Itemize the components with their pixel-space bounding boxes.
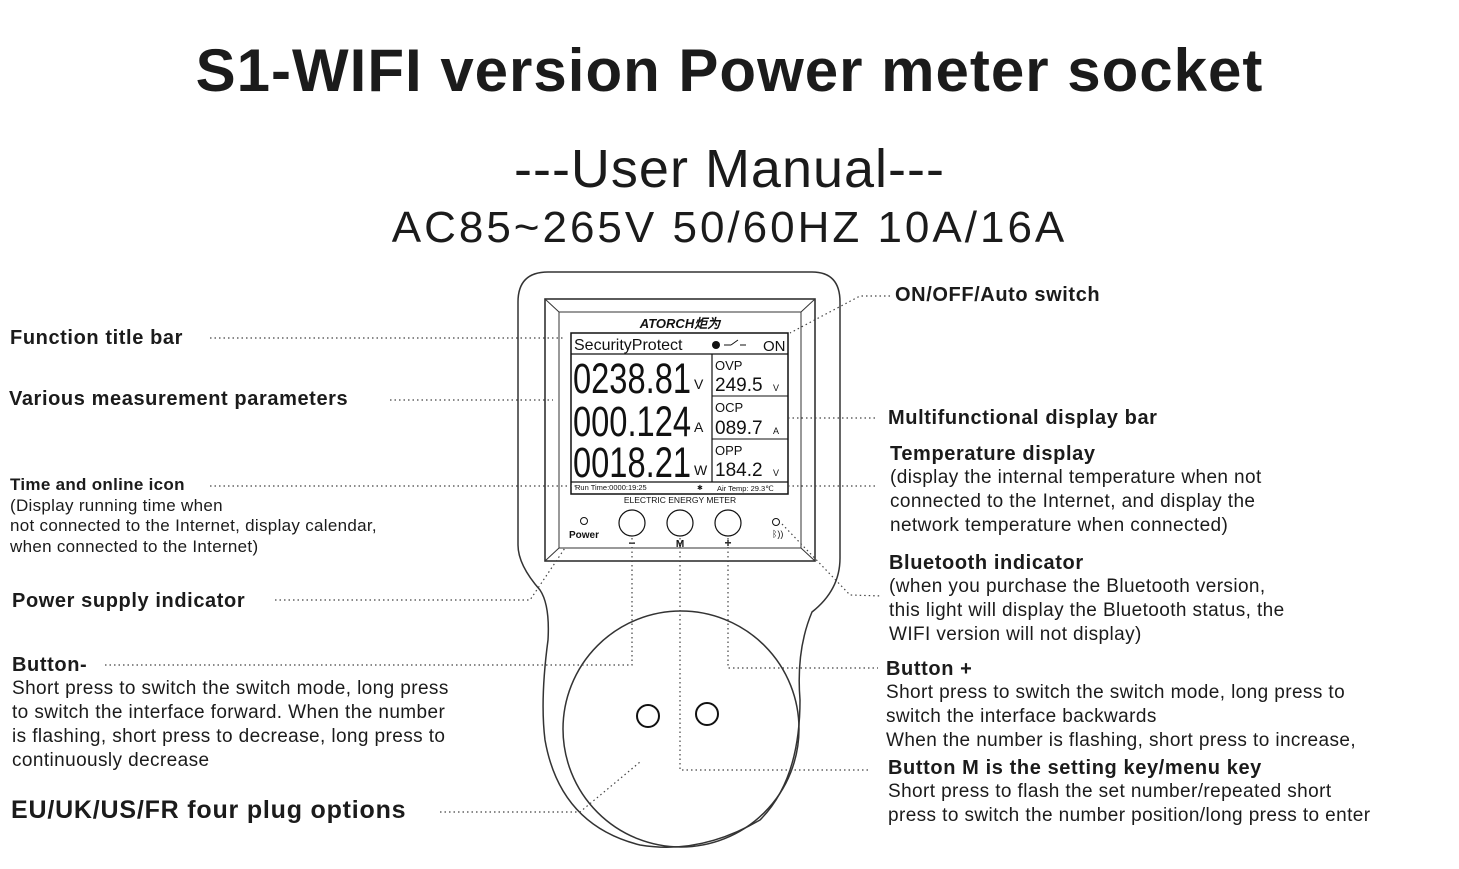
button-m-label: M	[676, 539, 684, 550]
temp-desc-1: (display the internal temperature when n…	[890, 467, 1262, 488]
page-subtitle: ---User Manual---	[513, 139, 946, 199]
socket-face	[562, 610, 800, 848]
label-button-minus: Button-	[12, 654, 88, 676]
button-plus-desc-3: When the number is flashing, short press…	[886, 730, 1357, 751]
button-plus-annotation: Button + Short press to switch the switc…	[886, 658, 1356, 753]
button-plus-desc-1: Short press to switch the switch mode, l…	[886, 682, 1346, 703]
socket-hole-right	[695, 702, 719, 726]
time-icon-annotation: Time and online icon (Display running ti…	[10, 475, 377, 557]
button-m-desc-2: press to switch the number position/long…	[888, 805, 1371, 826]
switch-dot	[712, 341, 720, 349]
button-minus-desc-4: continuously decrease	[12, 750, 210, 771]
label-multifunctional-display: Multifunctional display bar	[888, 407, 1158, 429]
label-button-plus: Button +	[886, 658, 973, 680]
ovp-unit: V	[773, 383, 779, 393]
opp-value: 184.2	[715, 460, 763, 481]
button-m-annotation: Button M is the setting key/menu key Sho…	[888, 757, 1370, 828]
switch-state: ON	[763, 338, 786, 355]
socket-hole-left	[636, 704, 660, 728]
lcd-title-bar: SecurityProtect	[574, 337, 683, 354]
voltage-unit: V	[694, 376, 704, 392]
label-measurement-parameters: Various measurement parameters	[9, 388, 349, 410]
label-plug-options: EU/UK/US/FR four plug options	[11, 796, 407, 824]
power-led-label: Power	[569, 530, 599, 541]
opp-unit: V	[773, 468, 779, 478]
temp-desc-2: connected to the Internet, and display t…	[890, 491, 1256, 512]
button-plus-desc-2: switch the interface backwards	[886, 706, 1157, 727]
temperature-annotation: Temperature display (display the interna…	[890, 443, 1262, 538]
label-bluetooth-indicator: Bluetooth indicator	[889, 552, 1084, 574]
button-m	[666, 509, 694, 537]
lcd-screen	[570, 332, 789, 495]
ocp-unit: A	[773, 426, 779, 436]
ocp-value: 089.7	[715, 418, 763, 439]
button-minus-annotation: Button- Short press to switch the switch…	[12, 654, 449, 773]
electrical-specs: AC85~265V 50/60HZ 10A/16A	[391, 203, 1068, 252]
bt-desc-1: (when you purchase the Bluetooth version…	[889, 576, 1266, 597]
label-temperature-display: Temperature display	[890, 443, 1096, 465]
button-minus-desc-2: to switch the interface forward. When th…	[12, 702, 446, 723]
bluetooth-led	[772, 518, 780, 526]
time-icon-desc-2: not connected to the Internet, display c…	[10, 516, 377, 535]
meter-caption: ELECTRIC ENERGY METER	[624, 495, 736, 505]
power-unit: W	[694, 462, 708, 478]
bluetooth-icon: ᛒ))	[772, 529, 783, 539]
bt-desc-2: this light will display the Bluetooth st…	[889, 600, 1285, 621]
bt-desc-3: WIFI version will not display)	[889, 624, 1142, 645]
label-power-supply-indicator: Power supply indicator	[12, 590, 246, 612]
ocp-label: OCP	[715, 400, 743, 415]
button-plus	[714, 509, 742, 537]
temp-desc-3: network temperature when connected)	[890, 515, 1229, 536]
current-reading: 000.124	[573, 398, 691, 446]
bluetooth-annotation: Bluetooth indicator (when you purchase t…	[889, 552, 1285, 647]
button-minus-desc-3: is flashing, short press to decrease, lo…	[12, 726, 446, 747]
current-unit: A	[694, 419, 704, 435]
power-reading: 0018.21	[573, 439, 691, 487]
page-title: S1-WIFI version Power meter socket	[195, 37, 1264, 104]
ovp-value: 249.5	[715, 375, 763, 396]
brand-logo: ATORCH炬为	[639, 316, 722, 331]
switch-icon	[724, 339, 746, 346]
label-function-title-bar: Function title bar	[10, 327, 184, 349]
voltage-reading: 0238.81	[573, 355, 691, 403]
time-icon-desc-1: (Display running time when	[10, 495, 223, 515]
opp-label: OPP	[715, 443, 742, 458]
button-m-desc-1: Short press to flash the set number/repe…	[888, 781, 1332, 802]
device-housing	[517, 271, 841, 848]
button-minus	[618, 509, 646, 537]
label-time-online-icon: Time and online icon	[10, 475, 185, 494]
run-time: Run Time:0000:19:25	[575, 483, 647, 492]
leader-lines	[105, 295, 890, 813]
time-icon-desc-3: when connected to the Internet)	[10, 536, 259, 556]
label-on-off-auto-switch: ON/OFF/Auto switch	[895, 284, 1101, 306]
online-icon: ✱	[697, 484, 703, 492]
label-button-m: Button M is the setting key/menu key	[888, 757, 1262, 779]
ovp-label: OVP	[715, 358, 742, 373]
air-temp: Air Temp: 29.3℃	[717, 484, 774, 493]
button-minus-desc-1: Short press to switch the switch mode, l…	[12, 678, 449, 699]
power-led	[580, 517, 588, 525]
